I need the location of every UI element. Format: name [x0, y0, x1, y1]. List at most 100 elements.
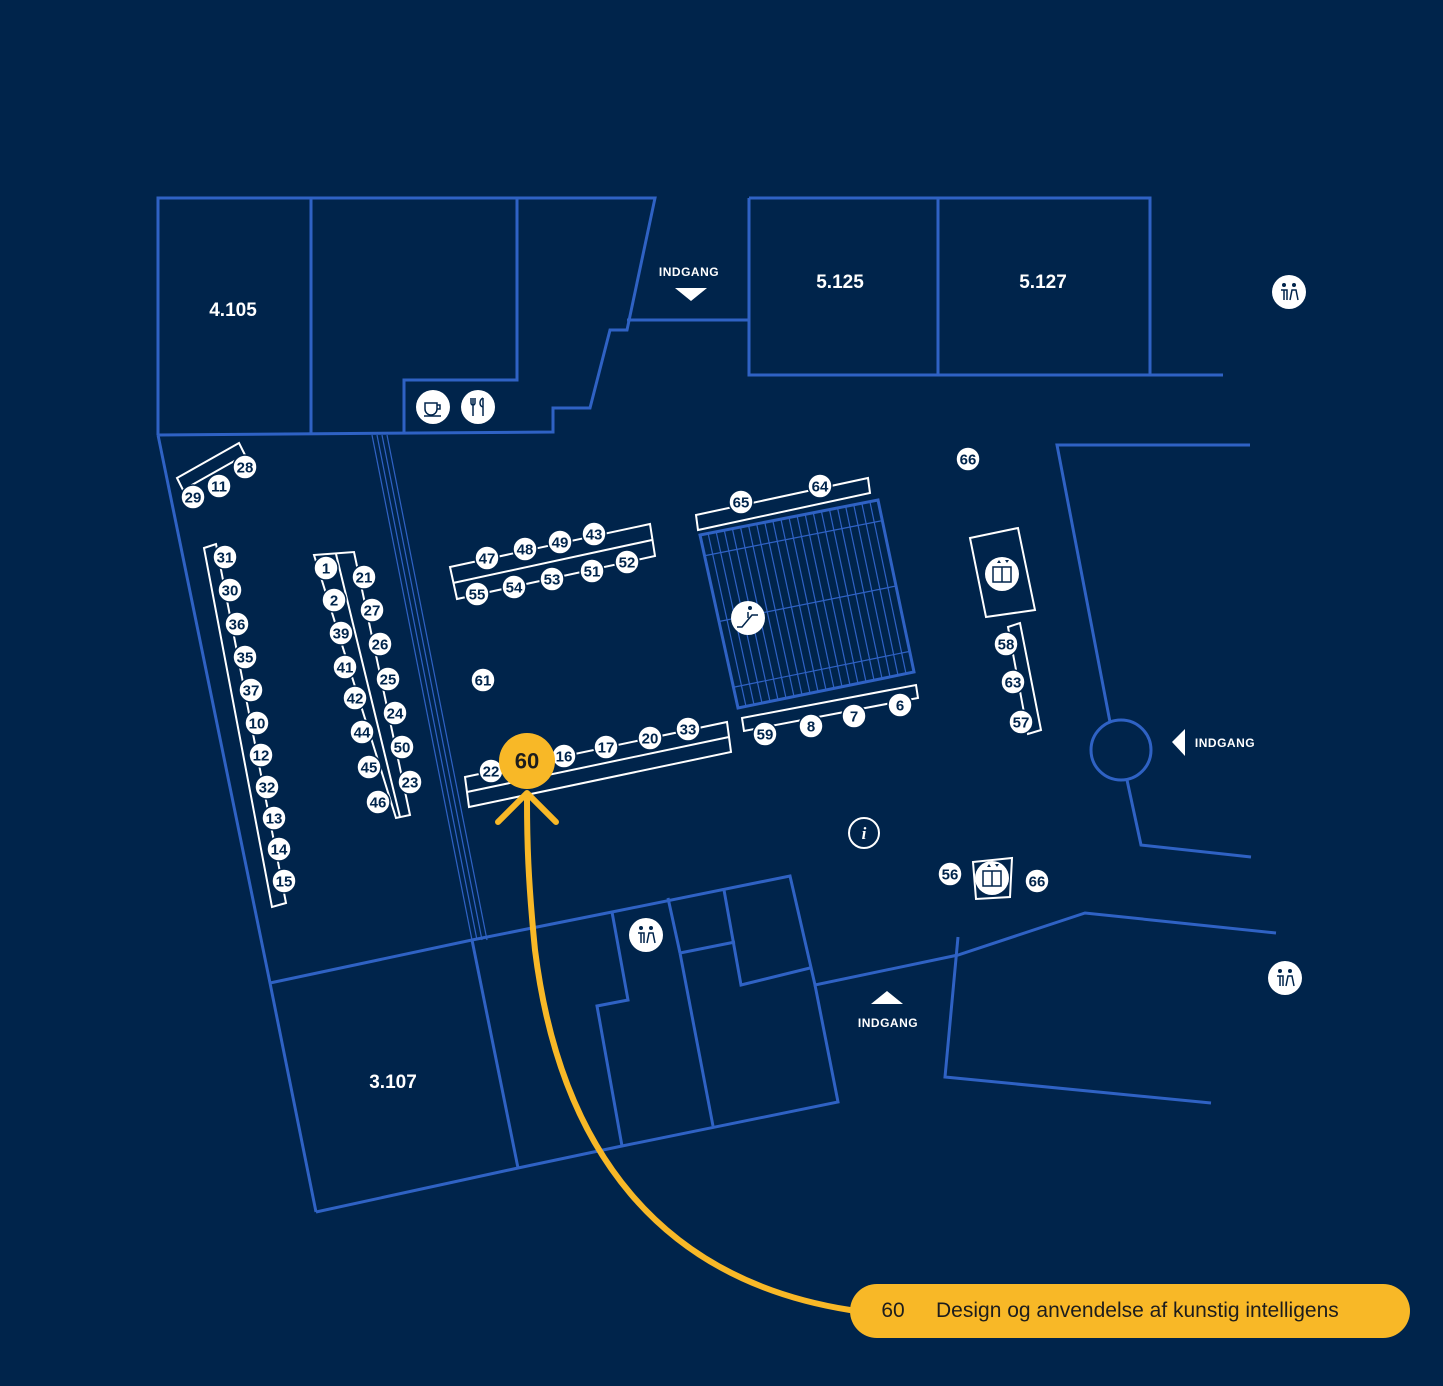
stand-marker[interactable]: 49: [547, 529, 573, 555]
stand-number: 28: [237, 460, 254, 477]
stand-marker[interactable]: 37: [238, 677, 264, 703]
stand-marker[interactable]: 63: [1000, 669, 1026, 695]
stand-marker[interactable]: 27: [359, 597, 385, 623]
stand-marker[interactable]: 58: [993, 631, 1019, 657]
stand-marker[interactable]: 13: [261, 805, 287, 831]
stand-number: 64: [812, 479, 829, 496]
toilet-icon: [1272, 275, 1306, 309]
stand-marker[interactable]: 35: [232, 644, 258, 670]
stand-marker[interactable]: 43: [581, 521, 607, 547]
stand-number: 16: [556, 749, 573, 766]
stand-marker[interactable]: 51: [579, 558, 605, 584]
stand-marker[interactable]: 8: [798, 713, 824, 739]
stand-number: 6: [896, 698, 904, 715]
elevator-icon: [985, 557, 1019, 591]
stand-marker-circle: [887, 692, 913, 718]
stand-marker[interactable]: 36: [224, 611, 250, 637]
stand-marker-circle: [937, 861, 963, 887]
stand-marker-circle: [637, 725, 663, 751]
stand-marker[interactable]: 29: [180, 484, 206, 510]
stand-marker[interactable]: 50: [389, 734, 415, 760]
stand-marker[interactable]: 7: [841, 703, 867, 729]
stand-marker[interactable]: 30: [217, 577, 243, 603]
stand-marker-circle: [1000, 669, 1026, 695]
stand-marker[interactable]: 42: [342, 685, 368, 711]
stand-number: 24: [387, 706, 404, 723]
stand-marker[interactable]: 45: [356, 754, 382, 780]
stand-marker-circle: [238, 677, 264, 703]
stand-marker[interactable]: 39: [328, 620, 354, 646]
stand-marker[interactable]: 41: [332, 654, 358, 680]
stand-number: 30: [222, 583, 239, 600]
stand-marker[interactable]: 54: [501, 574, 527, 600]
stand-marker[interactable]: 2: [321, 587, 347, 613]
stand-marker[interactable]: 16: [551, 743, 577, 769]
stand-marker[interactable]: 55: [464, 581, 490, 607]
stand-marker[interactable]: 33: [675, 716, 701, 742]
stand-marker[interactable]: 24: [382, 700, 408, 726]
stand-marker[interactable]: 25: [375, 666, 401, 692]
stand-marker-circle: [313, 555, 339, 581]
stand-number: 32: [259, 780, 276, 797]
stand-marker-circle: [351, 564, 377, 590]
stand-marker-circle: [232, 644, 258, 670]
stand-marker[interactable]: 22: [478, 758, 504, 784]
stand-marker[interactable]: 44: [349, 719, 375, 745]
stand-marker-circle: [271, 868, 297, 894]
stand-marker-circle: [614, 549, 640, 575]
stand-marker[interactable]: 6: [887, 692, 913, 718]
stand-marker[interactable]: 61: [470, 667, 496, 693]
restaurant-icon: [461, 390, 495, 424]
stand-marker[interactable]: 28: [232, 454, 258, 480]
stand-marker[interactable]: 48: [512, 536, 538, 562]
stand-marker[interactable]: 64: [807, 473, 833, 499]
stand-number: 37: [243, 683, 260, 700]
stand-marker[interactable]: 14: [266, 836, 292, 862]
stand-marker[interactable]: 59: [752, 721, 778, 747]
stand-marker-circle: [375, 666, 401, 692]
legend-stand-number: 60: [881, 1299, 905, 1322]
stand-number: 44: [354, 725, 371, 742]
stand-number: 43: [586, 527, 603, 544]
stand-marker-circle: [248, 742, 274, 768]
stand-marker-circle: [349, 719, 375, 745]
stand-marker-circle: [244, 710, 270, 736]
stand-marker-circle: [474, 545, 500, 571]
stand-number: 59: [757, 727, 774, 744]
stand-marker[interactable]: 21: [351, 564, 377, 590]
stand-markers: 1267810111213141516172021222324252627282…: [180, 446, 1050, 894]
stand-marker[interactable]: 65: [728, 489, 754, 515]
stand-marker[interactable]: 66: [955, 446, 981, 472]
stand-marker[interactable]: 23: [397, 769, 423, 795]
stand-marker[interactable]: 26: [367, 631, 393, 657]
stand-marker[interactable]: 46: [365, 789, 391, 815]
stand-marker-circle: [328, 620, 354, 646]
stand-number: 27: [364, 603, 381, 620]
stand-number: 33: [680, 722, 697, 739]
stand-marker[interactable]: 56: [937, 861, 963, 887]
stand-marker[interactable]: 15: [271, 868, 297, 894]
escalator-steps: [704, 501, 910, 707]
room-labels: 4.105 5.125 5.127 3.107: [209, 272, 1067, 1093]
highlighted-stand[interactable]: 60: [499, 733, 555, 789]
stand-marker-circle: [955, 446, 981, 472]
stand-marker[interactable]: 20: [637, 725, 663, 751]
stand-marker[interactable]: 66: [1024, 868, 1050, 894]
stand-marker-circle: [206, 473, 232, 499]
stand-marker-circle: [365, 789, 391, 815]
stand-number: 57: [1013, 715, 1030, 732]
stand-marker[interactable]: 53: [539, 566, 565, 592]
stand-marker[interactable]: 17: [593, 734, 619, 760]
stand-marker[interactable]: 47: [474, 545, 500, 571]
stand-marker-circle: [728, 489, 754, 515]
stand-marker[interactable]: 52: [614, 549, 640, 575]
stand-marker[interactable]: 12: [248, 742, 274, 768]
stand-marker[interactable]: 57: [1008, 709, 1034, 735]
stand-marker[interactable]: 11: [206, 473, 232, 499]
stand-number: 29: [185, 490, 202, 507]
stand-marker[interactable]: 1: [313, 555, 339, 581]
stand-marker[interactable]: 31: [212, 544, 238, 570]
stand-marker[interactable]: 10: [244, 710, 270, 736]
stand-marker[interactable]: 32: [254, 774, 280, 800]
stand-number: 66: [1029, 874, 1046, 891]
